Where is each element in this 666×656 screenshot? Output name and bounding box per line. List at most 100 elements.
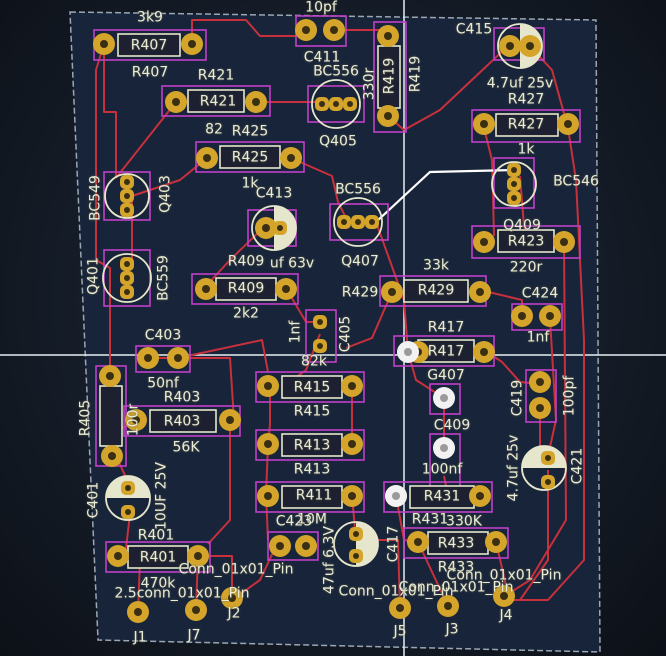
label-r403-value: 56K xyxy=(172,439,200,456)
label-conn-d: Conn_01x01_Pin xyxy=(398,579,514,596)
label-c401-ref: C401 xyxy=(85,481,102,519)
label-r427-value: 1k xyxy=(517,141,535,158)
trace xyxy=(403,43,511,131)
label-r403-body: R403 xyxy=(163,413,201,430)
label-bc559: BC559 xyxy=(155,255,172,301)
label-r415-ref: R415 xyxy=(293,403,331,420)
label-r423-value: 220r xyxy=(509,259,543,276)
resistor-body xyxy=(149,409,217,433)
label-r425-value: 1k xyxy=(241,175,259,192)
pad-hole xyxy=(106,372,114,380)
footprint-q405 xyxy=(307,85,365,123)
resistor-body xyxy=(187,89,245,113)
footprint-r423 xyxy=(471,225,581,259)
footprint-r419 xyxy=(373,21,407,133)
label-r411-body: R411 xyxy=(295,487,333,504)
solder-pads xyxy=(93,19,579,623)
pad-hole xyxy=(348,382,356,390)
trace xyxy=(203,227,264,289)
label-r427-body: R427 xyxy=(507,116,545,133)
label-j5: J5 xyxy=(393,623,407,640)
label-r429-value: 33k xyxy=(423,257,449,274)
pad-hole xyxy=(124,193,130,199)
pad-hole xyxy=(369,219,375,225)
resistor-bodies xyxy=(99,33,559,569)
pad-hole xyxy=(404,348,412,356)
pad-hole xyxy=(287,154,295,162)
footprint-r431 xyxy=(383,481,493,513)
label-j7: J7 xyxy=(187,627,201,644)
footprint-r411 xyxy=(255,481,365,513)
pad-hole xyxy=(476,288,484,296)
footprint-r421 xyxy=(161,85,271,117)
pad-hole xyxy=(353,531,359,537)
pad-hole xyxy=(174,354,182,362)
pad-hole xyxy=(125,485,131,491)
label-r405-ref: R405 xyxy=(77,399,94,437)
transistor-q407-body xyxy=(333,197,383,247)
footprint-c405 xyxy=(305,309,337,363)
pad-hole xyxy=(188,40,196,48)
footprint-q409 xyxy=(493,157,535,209)
pad-hole xyxy=(144,354,152,362)
label-c419-ref: C419 xyxy=(509,379,526,417)
pad-hole xyxy=(124,207,130,213)
label-j2: J2 xyxy=(227,605,241,622)
pad-hole xyxy=(545,455,551,461)
pad-hole xyxy=(506,42,514,50)
pad-hole xyxy=(384,112,392,120)
label-r417-ref: R417 xyxy=(427,319,465,336)
pad-hole xyxy=(388,288,396,296)
footprint-r415 xyxy=(255,371,365,403)
pad-hole xyxy=(333,101,339,107)
trace xyxy=(417,541,449,607)
label-r427-ref: R427 xyxy=(507,91,545,108)
trace xyxy=(504,127,585,601)
label-c423-ref: C423 xyxy=(275,513,313,530)
trace xyxy=(519,470,549,601)
footprint-r433 xyxy=(403,527,509,559)
label-r425-body: R425 xyxy=(231,149,269,166)
pad-hole xyxy=(202,285,210,293)
label-c409-value: 100nf xyxy=(421,461,463,478)
pad-hole xyxy=(341,219,347,225)
selected-trace xyxy=(375,168,515,223)
pad-hole xyxy=(440,444,448,452)
label-r421-body: R421 xyxy=(199,93,237,110)
pad-hole xyxy=(317,319,323,325)
footprint-r401 xyxy=(105,541,211,573)
label-r413-body: R413 xyxy=(293,437,331,454)
label-c403-ref: C403 xyxy=(144,327,182,344)
label-r409-body: R409 xyxy=(227,280,265,297)
pad-hole xyxy=(492,538,500,546)
pad-hole xyxy=(414,538,422,546)
resistor-body xyxy=(117,33,181,57)
component-outlines xyxy=(93,15,581,573)
label-bc556-top: BC556 xyxy=(313,63,359,80)
pad-hole xyxy=(355,219,361,225)
pad-hole xyxy=(108,452,116,460)
pad-hole xyxy=(262,224,270,232)
pad-hole xyxy=(264,492,272,500)
label-conn-e: 2.5conn_01x01_Pin xyxy=(114,585,250,602)
footprint-q407 xyxy=(329,203,389,241)
footprint-q401 xyxy=(103,249,151,307)
label-bc549: BC549 xyxy=(87,175,104,221)
pad-hole xyxy=(228,594,236,602)
label-r401-body: R401 xyxy=(139,549,177,566)
label-r431-ref: R431 xyxy=(411,511,449,528)
trace xyxy=(191,19,296,44)
label-q405: Q405 xyxy=(319,133,357,150)
pad-hole xyxy=(396,604,404,612)
pad-hole xyxy=(276,542,284,550)
label-r421-ref: R421 xyxy=(197,67,235,84)
pad-hole xyxy=(480,238,488,246)
label-c421-value: 4.7uf 25v xyxy=(505,434,522,502)
pad-hole xyxy=(282,285,290,293)
trace xyxy=(103,44,117,178)
pad-hole xyxy=(476,492,484,500)
pad-hole xyxy=(114,552,122,560)
transistor-q405-body xyxy=(311,79,361,129)
